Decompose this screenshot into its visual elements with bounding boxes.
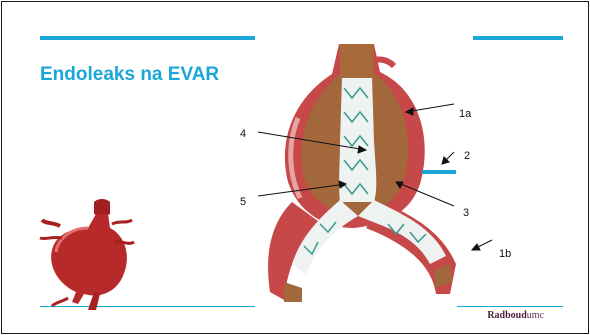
label-2: 2 bbox=[464, 150, 470, 162]
label-1a: 1a bbox=[459, 108, 471, 120]
label-1b: 1b bbox=[499, 248, 511, 260]
label-5: 5 bbox=[240, 196, 246, 208]
aneurysm-icon bbox=[40, 199, 134, 310]
label-4: 4 bbox=[240, 128, 246, 140]
endoleak-2-marker bbox=[422, 170, 456, 174]
label-3: 3 bbox=[463, 207, 469, 219]
